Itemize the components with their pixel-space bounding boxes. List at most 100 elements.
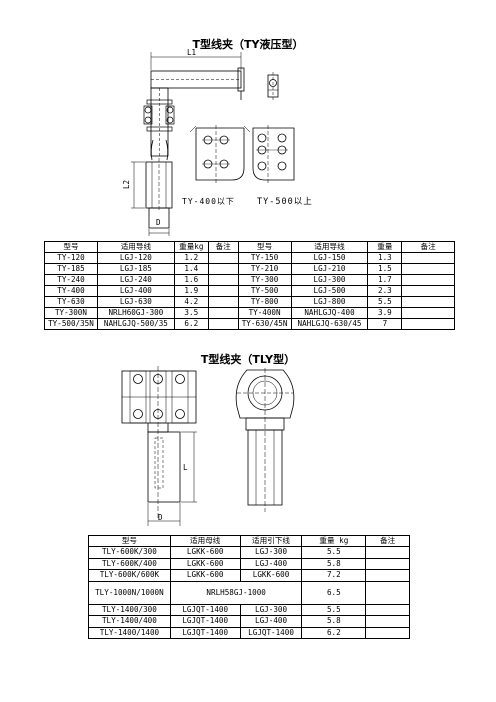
table-cell: 1.9 — [173, 285, 209, 297]
col-header: 适用引下线 — [239, 535, 303, 547]
tly-clamp-drawing — [121, 366, 197, 526]
table-cell: TY-210 — [237, 263, 292, 275]
table-cell: TY-150 — [237, 252, 292, 264]
col-header: 适用导线 — [290, 241, 369, 253]
table-cell — [401, 252, 455, 264]
table-cell: LGKK-600 — [169, 546, 241, 559]
table-cell: TY-185 — [44, 263, 98, 275]
col-header: 备注 — [401, 241, 455, 253]
table-cell — [365, 546, 410, 559]
table-cell: TLY-1400/400 — [88, 615, 171, 628]
table-cell: TY-800 — [237, 296, 292, 308]
table-cell — [207, 296, 239, 308]
ty-400-plate-drawing — [189, 125, 251, 184]
table-cell: LGJQT-1400 — [169, 626, 241, 639]
table-cell — [401, 296, 455, 308]
table-cell: NRLH60GJ-300 — [96, 307, 175, 319]
table-cell: TLY-1000N/1000N — [88, 580, 171, 605]
table-cell: 5.8 — [301, 557, 367, 570]
col-header: 型号 — [44, 241, 98, 253]
table-cell — [207, 274, 239, 286]
table-cell: LGJ-120 — [96, 252, 175, 264]
table-cell — [207, 318, 239, 330]
table-cell: 5.5 — [301, 546, 367, 559]
table-cell — [207, 263, 239, 275]
ty-500-plate-drawing — [252, 125, 295, 184]
ty500-caption: TY-500以上 — [257, 197, 313, 207]
table-cell: LGKK-600 — [239, 569, 303, 582]
d-label-bottom: D — [158, 513, 163, 522]
table-cell: TY-120 — [44, 252, 98, 264]
table-cell: LGJ-150 — [290, 252, 369, 264]
table-cell: LGJ-300 — [239, 603, 303, 616]
table-cell: TY-300 — [237, 274, 292, 286]
table-cell: 1.5 — [367, 263, 403, 275]
table-cell — [207, 307, 239, 319]
table-cell: LGJ-300 — [239, 546, 303, 559]
table-cell: NAHLGJQ-630/45 — [290, 318, 369, 330]
table-cell: LGKK-600 — [169, 557, 241, 570]
table-cell: TLY-600K/400 — [88, 557, 171, 570]
table-cell: LGJQT-1400 — [239, 626, 303, 639]
table-header-row: 型号 适用母线 适用引下线 重量 kg 备注 — [88, 535, 410, 547]
table-cell: TLY-1400/1400 — [88, 626, 171, 639]
table-cell — [207, 285, 239, 297]
table-cell — [365, 603, 410, 616]
table-cell: TY-240 — [44, 274, 98, 286]
col-header: 备注 — [207, 241, 239, 253]
col-header: 重量kg — [173, 241, 209, 253]
l2-label: L2 — [122, 179, 132, 190]
table-cell: 5.5 — [367, 296, 403, 308]
tly-section-title: T型线夹（TLY型） — [200, 353, 296, 366]
col-header: 备注 — [365, 535, 410, 547]
table-cell: 6.5 — [301, 580, 367, 605]
table-cell: LGJ-400 — [96, 285, 175, 297]
table-cell — [365, 557, 410, 570]
l-label: L — [183, 463, 188, 472]
table-cell: 5.8 — [301, 615, 367, 628]
table-cell — [207, 252, 239, 264]
table-cell: TLY-600K/600K — [88, 569, 171, 582]
table-cell: 1.2 — [173, 252, 209, 264]
table-cell: TY-630 — [44, 296, 98, 308]
table-cell: LGJQT-1400 — [169, 615, 241, 628]
table-cell: TY-400N — [237, 307, 292, 319]
table-cell — [401, 307, 455, 319]
table-cell: LGJ-210 — [290, 263, 369, 275]
table-cell: 1.4 — [173, 263, 209, 275]
table-cell: TLY-600K/300 — [88, 546, 171, 559]
table-cell: 1.6 — [173, 274, 209, 286]
col-header: 重量 — [367, 241, 403, 253]
table-cell: 1.7 — [367, 274, 403, 286]
table-cell: LGJ-400 — [239, 557, 303, 570]
table-cell — [365, 626, 410, 639]
ty-section-title: T型线夹（TY液压型） — [192, 38, 304, 51]
table-header-row: 型号 适用导线 重量kg 备注 型号 适用导线 重量 备注 — [44, 241, 455, 253]
table-cell — [401, 285, 455, 297]
table-cell: LGJ-185 — [96, 263, 175, 275]
table-cell: 7.2 — [301, 569, 367, 582]
table-cell: 3.9 — [367, 307, 403, 319]
table-cell: 7 — [367, 318, 403, 330]
table-cell: LGJ-400 — [239, 615, 303, 628]
table-cell: LGJ-300 — [290, 274, 369, 286]
table-cell: TLY-1400/300 — [88, 603, 171, 616]
table-cell: 6.2 — [173, 318, 209, 330]
table-cell: TY-400 — [44, 285, 98, 297]
